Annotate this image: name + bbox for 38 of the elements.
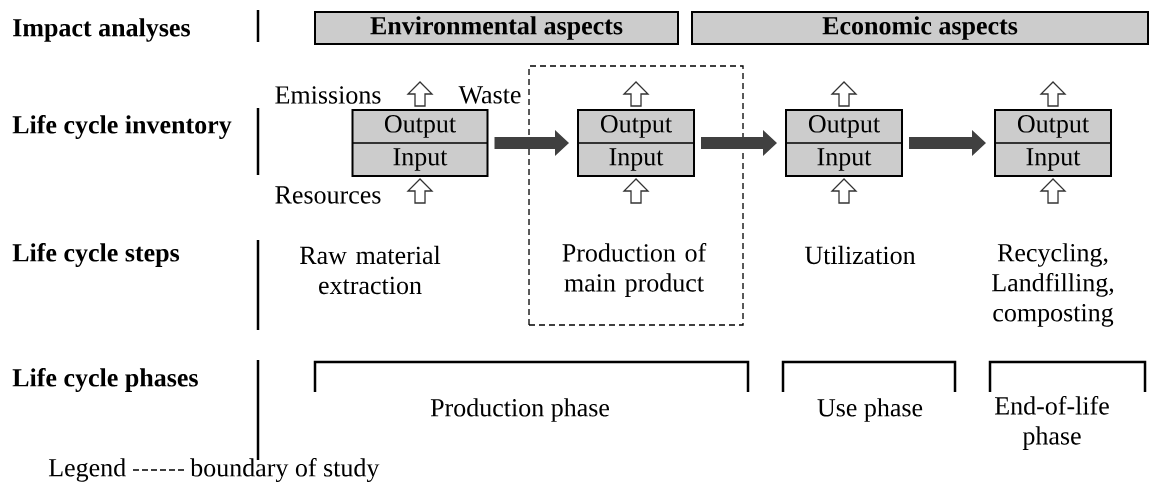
table-cell: Output: [994, 109, 1112, 144]
arrow: [909, 130, 986, 156]
phase-label: End-of-life phase: [995, 396, 1109, 450]
row-heading: Life cycle inventory: [12, 115, 232, 139]
flow-arrow: [622, 81, 650, 107]
flow-label: Emissions: [275, 86, 381, 104]
step-label: Raw material extraction: [300, 245, 441, 295]
row-heading: Impact analyses: [13, 18, 190, 42]
arrow: [701, 130, 777, 156]
step-label: Utilization: [804, 245, 916, 265]
row-heading: Life cycle phases: [12, 368, 198, 392]
inventory-box: [351, 109, 489, 177]
table-cell: Output: [785, 109, 903, 144]
table-cell: Input: [785, 142, 903, 177]
flow-label: Waste: [458, 86, 521, 104]
inventory-box: [994, 109, 1112, 177]
phase-label: Production phase: [430, 398, 609, 422]
arrow: [494, 130, 569, 156]
inventory-box: [785, 109, 903, 177]
legend-text: boundary of study: [190, 458, 380, 482]
aspect-banner: Economic aspects: [691, 11, 1149, 45]
flow-arrow: [1039, 81, 1067, 107]
row-heading: Life cycle steps: [12, 243, 180, 267]
table-cell: Output: [577, 109, 695, 144]
boundary-box: [528, 65, 744, 326]
flow-label: Resources: [275, 186, 381, 204]
aspect-banner: Environmental aspects: [314, 11, 679, 45]
legend-title: Legend: [48, 458, 126, 482]
table-cell: Input: [352, 142, 488, 177]
inventory-box: [577, 109, 695, 177]
step-label: Recycling, Landfilling, composting: [992, 243, 1114, 327]
table-cell: Input: [994, 142, 1112, 177]
phase-label: Use phase: [817, 398, 923, 422]
table-cell: Output: [352, 109, 488, 144]
step-label: Production of main product: [562, 243, 707, 297]
flow-arrow: [830, 81, 858, 107]
flow-arrow: [406, 81, 434, 107]
table-cell: Input: [577, 142, 695, 177]
